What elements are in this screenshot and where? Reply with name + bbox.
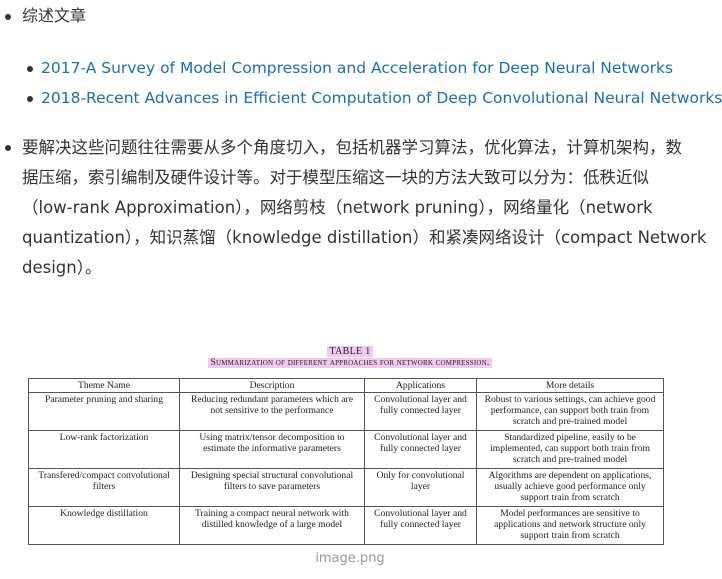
paper-link-2018[interactable]: 2018-Recent Advances in Efficient Comput… — [41, 89, 722, 107]
paragraph-line: design）。 — [22, 258, 102, 277]
header-description: Description — [179, 378, 365, 393]
cell-description: Training a compact neural network with d… — [179, 506, 365, 545]
cell-details: Robust to various settings, can achieve … — [476, 392, 664, 431]
paragraph-line: 据压缩，索引编制及硬件设计等。对于模型压缩这一块的方法大致可以分为：低秩近似 — [22, 168, 649, 187]
paper-link-2017[interactable]: 2017-A Survey of Model Compression and A… — [41, 59, 674, 77]
paragraph-line: （low-rank Approximation），网络剪枝（network pr… — [22, 198, 653, 217]
cell-theme: Low-rank factorization — [28, 430, 180, 469]
table-number: TABLE 1 — [327, 346, 373, 357]
table-row: Parameter pruning and sharing Reducing r… — [28, 392, 664, 431]
cell-description: Reducing redundant parameters which are … — [179, 392, 365, 431]
header-more-details: More details — [476, 378, 664, 393]
table-row: Transfered/compact convolutional filters… — [28, 468, 664, 507]
list-item-label: 综述文章 — [22, 6, 87, 25]
cell-applications: Convolutional layer and fully connected … — [364, 430, 477, 469]
table-row: Knowledge distillation Training a compac… — [28, 506, 664, 545]
header-applications: Applications — [364, 378, 477, 393]
compression-summary-table: Theme Name Description Applications More… — [28, 378, 664, 545]
paragraph-line: quantization），知识蒸馏（knowledge distillatio… — [22, 228, 707, 247]
bullet-dot-icon — [5, 145, 11, 151]
cell-theme: Transfered/compact convolutional filters — [28, 468, 180, 507]
cell-applications: Convolutional layer and fully connected … — [364, 392, 477, 431]
header-theme-name: Theme Name — [28, 378, 180, 393]
bullet-dot-icon — [27, 66, 33, 72]
cell-theme: Parameter pruning and sharing — [28, 392, 180, 431]
cell-details: Model performances are sensitive to appl… — [476, 506, 664, 545]
table-header-row: Theme Name Description Applications More… — [28, 378, 664, 393]
table-row: Low-rank factorization Using matrix/tens… — [28, 430, 664, 469]
paragraph-line: 要解决这些问题往往需要从多个角度切入，包括机器学习算法，优化算法，计算机架构，数 — [22, 138, 682, 157]
cell-description: Using matrix/tensor decomposition to est… — [179, 430, 365, 469]
cell-description: Designing special structural convolution… — [179, 468, 365, 507]
table-title: Summarization of different approaches fo… — [0, 358, 700, 368]
bullet-dot-icon — [5, 14, 11, 20]
cell-applications: Only for convolutional layer — [364, 468, 477, 507]
cell-details: Standardized pipeline, easily to be impl… — [476, 430, 664, 469]
cell-theme: Knowledge distillation — [28, 506, 180, 545]
cell-details: Algorithms are dependent on applications… — [476, 468, 664, 507]
image-caption: image.png — [315, 551, 385, 566]
cell-applications: Convolutional layer and fully connected … — [364, 506, 477, 545]
bullet-dot-icon — [27, 96, 33, 102]
compression-methods-paragraph: 要解决这些问题往往需要从多个角度切入，包括机器学习算法，优化算法，计算机架构，数… — [22, 133, 707, 283]
